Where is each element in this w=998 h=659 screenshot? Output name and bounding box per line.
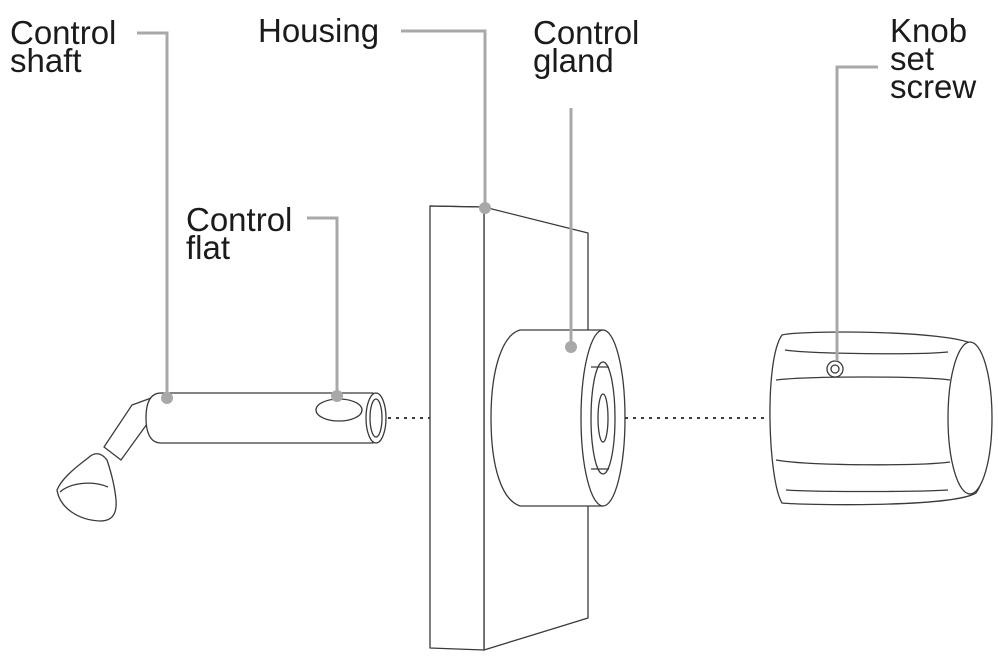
label-knob-set-screw: Knob set screw <box>890 17 976 101</box>
knob <box>770 332 992 505</box>
control-flat-surface <box>316 399 362 421</box>
label-control-flat: Control flat <box>186 206 292 262</box>
label-housing-line-1: Housing <box>258 17 379 45</box>
label-control-shaft: Control shaft <box>10 19 116 75</box>
leader-control-shaft <box>137 33 167 398</box>
label-knob-set-screw-line-3: screw <box>890 73 976 101</box>
label-control-gland-line-2: gland <box>533 47 639 75</box>
label-control-gland: Control gland <box>533 19 639 75</box>
control-shaft <box>57 393 386 521</box>
label-housing: Housing <box>258 17 379 45</box>
leader-housing <box>401 31 485 208</box>
leader-knob-set-screw <box>837 67 878 361</box>
label-control-shaft-line-2: shaft <box>10 47 116 75</box>
label-control-flat-line-2: flat <box>186 234 292 262</box>
control-gland <box>491 330 625 506</box>
leader-control-flat <box>307 218 337 396</box>
